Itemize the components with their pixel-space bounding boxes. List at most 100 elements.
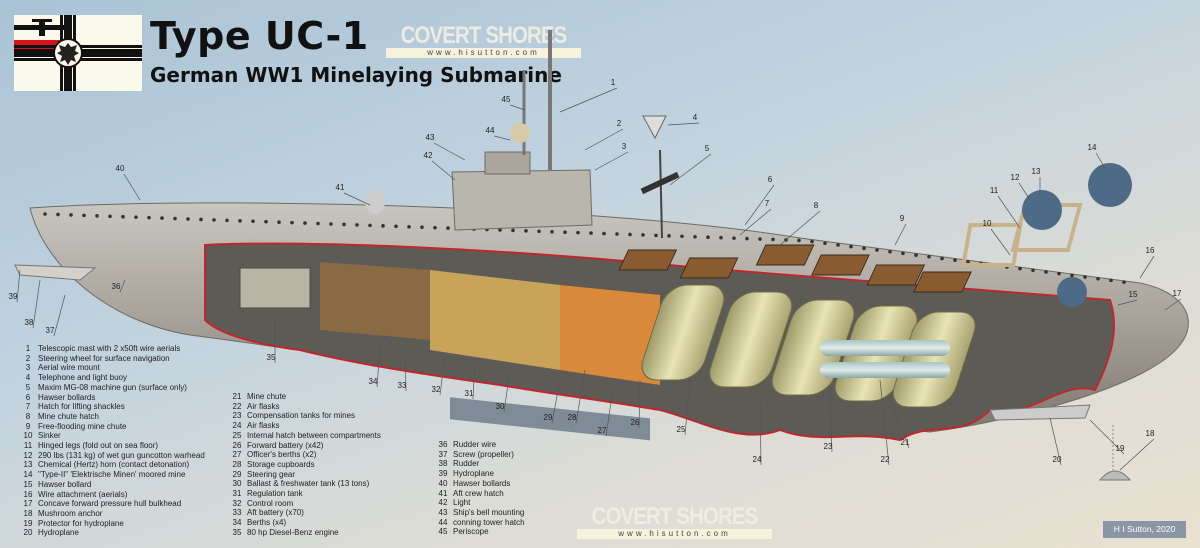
flood-hole	[394, 224, 398, 229]
legend-label: Control room	[247, 498, 294, 508]
flood-hole	[1018, 266, 1022, 271]
legend-label: Hawser bollard	[38, 479, 92, 489]
flood-hole	[303, 221, 307, 225]
diesel-engine	[239, 267, 311, 309]
callout-number: 43	[426, 133, 435, 142]
legend-label: Mine chute	[247, 392, 287, 401]
flood-hole	[576, 230, 580, 235]
callout-number: 34	[369, 377, 378, 386]
legend-label: Ballast & freshwater tank (13 tons)	[247, 479, 370, 489]
legend-label: 80 hp Diesel-Benz engine	[247, 527, 339, 537]
flood-hole	[706, 235, 710, 240]
legend-item: 35 80 hp Diesel-Benz engine	[227, 528, 381, 538]
flood-hole	[251, 219, 255, 224]
flood-hole	[69, 213, 73, 217]
legend-label: Hawser bollards	[38, 392, 96, 402]
flood-hole	[875, 248, 879, 252]
legend-number: 26	[232, 440, 242, 450]
imperial-naval-ensign-flag	[14, 15, 142, 91]
legend-label: Screw (propeller)	[453, 449, 514, 459]
callout-number: 39	[9, 292, 18, 301]
callout-leader-line	[493, 135, 511, 141]
legend-number: 5	[25, 382, 31, 392]
callout-number: 30	[496, 402, 505, 411]
legend-number: 7	[25, 402, 31, 412]
legend-label: Berths (x4)	[247, 518, 287, 528]
callout-number: 13	[1032, 167, 1041, 176]
legend-number: 4	[25, 373, 31, 383]
flood-hole	[446, 226, 450, 230]
legend-label: Hatch for lifting shackles	[38, 402, 125, 412]
flood-hole	[173, 216, 177, 221]
callout-number: 36	[112, 282, 121, 291]
legend-label: Telephone and light buoy	[38, 373, 127, 383]
callout-leader-line	[376, 344, 381, 388]
callout-number: 1	[611, 78, 616, 87]
flood-hole	[732, 236, 736, 240]
legend-item: 27 Officer's berths (x2)	[227, 450, 381, 460]
flood-hole	[355, 223, 359, 227]
callout-number: 6	[768, 175, 773, 184]
flood-hole	[212, 218, 216, 222]
legend-number: 23	[232, 411, 242, 421]
watermark-brand: COVERT SHORES	[591, 503, 759, 530]
machine-gun-mount	[659, 149, 663, 239]
hatch-cover	[510, 123, 530, 143]
callout-number: 10	[983, 219, 992, 228]
flood-hole	[147, 215, 151, 220]
legend-number: 35	[232, 527, 242, 537]
legend-number: 41	[438, 488, 448, 498]
legend-label: Hawser bollards	[453, 478, 511, 488]
flood-hole	[225, 218, 229, 223]
callout-leader-line	[889, 399, 910, 449]
mine-chute-hatch	[755, 244, 815, 266]
watermark-url: www.hisutton.com	[386, 48, 582, 58]
legend-number: 19	[23, 518, 33, 528]
callout-leader-line	[32, 279, 41, 329]
callout-number: 42	[424, 151, 433, 160]
flood-hole	[927, 254, 931, 259]
flood-hole	[524, 229, 528, 233]
author-credit: H I Sutton, 2020	[1103, 521, 1186, 538]
aft-hatch-cover	[365, 190, 385, 214]
watermark-top: COVERT SHORES www.hisutton.com	[386, 24, 582, 58]
flood-hole	[693, 234, 697, 239]
legend-label: Officer's berths (x2)	[247, 450, 317, 460]
flood-hole	[628, 232, 632, 237]
callout-leader-line	[433, 142, 466, 161]
officers-compartment	[560, 285, 660, 385]
legend-number: 34	[232, 518, 242, 528]
flood-hole	[1083, 275, 1087, 279]
callout-number: 16	[1146, 246, 1155, 255]
legend-item: 34 Berths (x4)	[227, 518, 381, 528]
flood-hole	[680, 234, 684, 239]
flood-hole	[121, 214, 125, 219]
callout-leader-line	[1164, 298, 1182, 311]
callout-number: 21	[901, 438, 910, 447]
legend-label: Storage cupboards	[247, 459, 315, 469]
legend-label: Telescopic mast with 2 x50ft wire aerial…	[38, 344, 181, 353]
callout-number: 7	[765, 199, 770, 208]
callout-leader-line	[404, 349, 407, 392]
callout-leader-line	[997, 195, 1021, 229]
legend-label: Aft battery (x70)	[247, 508, 304, 518]
callout-leader-line	[343, 192, 371, 206]
flood-hole	[1031, 268, 1035, 273]
legend-number: 39	[438, 469, 448, 479]
callout-leader-line	[1139, 255, 1155, 279]
legend-number: 27	[232, 450, 242, 460]
legend-label: Concave forward pressure hull bulkhead	[38, 499, 182, 509]
callout-leader-line	[439, 354, 446, 396]
